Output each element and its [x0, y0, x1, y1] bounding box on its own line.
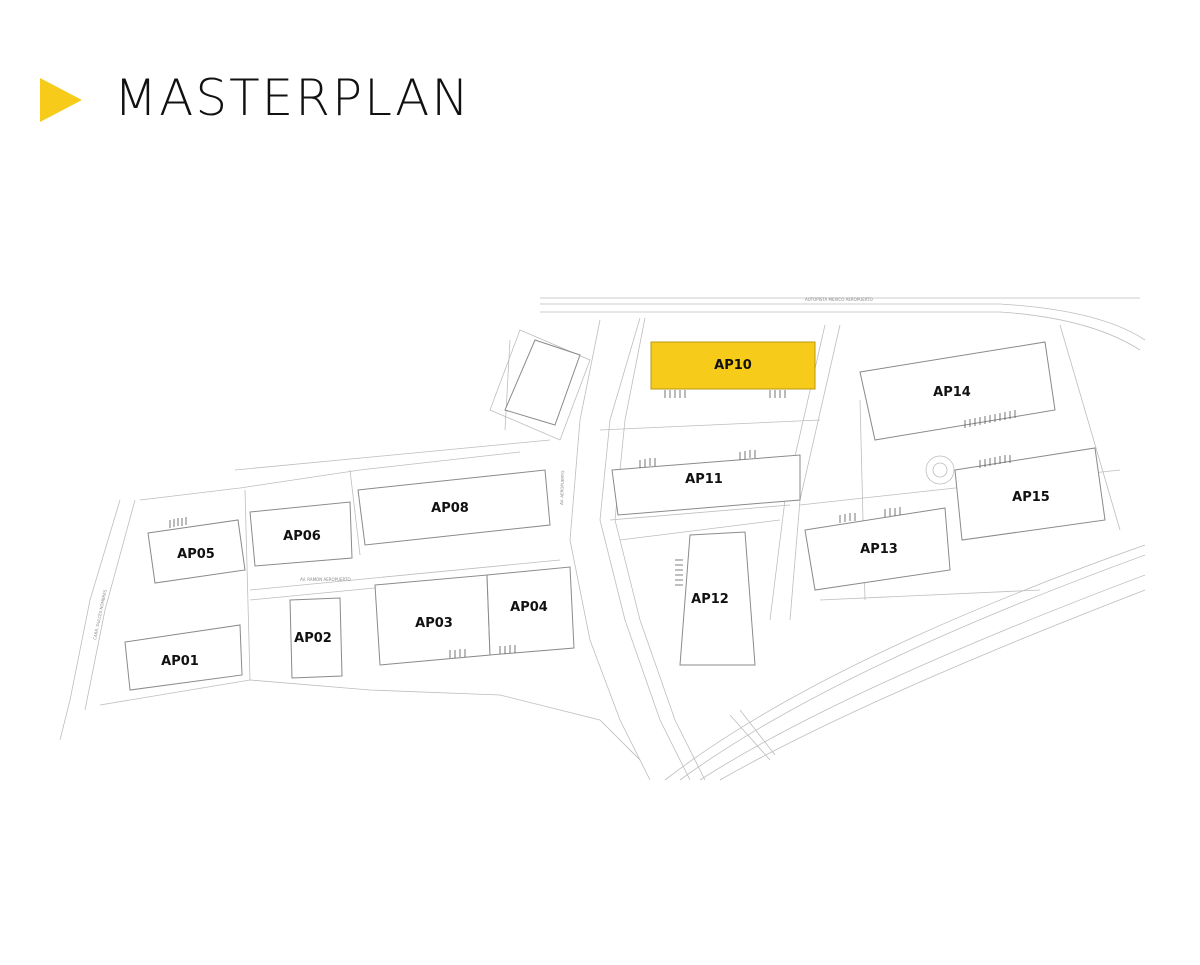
road-label-carr-dulces: CARR. DULCES NOMBRES — [92, 589, 108, 640]
site-linework — [59, 297, 1146, 781]
page-title: MASTERPLAN — [114, 69, 471, 127]
road-label-autopista: AUTOPISTA MEXICO AEROPUERTO — [805, 297, 873, 302]
lot-label-AP02: AP02 — [294, 631, 332, 646]
lot-label-AP04: AP04 — [510, 600, 548, 615]
lot-label-AP11: AP11 — [685, 472, 723, 487]
lot-AP02[interactable] — [289, 597, 343, 679]
lot-labels: AP01 AP02 AP03 AP04 AP05 AP06 AP08 AP10 … — [161, 358, 1050, 669]
lot-label-AP03: AP03 — [415, 616, 453, 631]
lot-label-AP10: AP10 — [714, 358, 752, 373]
lot-AP04[interactable] — [486, 566, 575, 656]
road-label-av-lateral: AV. AEROPUERTO — [559, 470, 565, 505]
lot-AP14[interactable] — [859, 341, 1056, 441]
lot-label-AP13: AP13 — [860, 542, 898, 557]
lot-label-AP12: AP12 — [691, 592, 729, 607]
dock-marks — [169, 390, 1016, 658]
play-triangle-icon — [40, 78, 82, 122]
lot-label-AP01: AP01 — [161, 654, 199, 669]
lot-label-AP15: AP15 — [1012, 490, 1050, 505]
lot-label-AP14: AP14 — [933, 385, 971, 400]
lot-AP08[interactable] — [357, 469, 551, 546]
lot-AP01[interactable] — [124, 624, 243, 691]
lot-AP10[interactable] — [650, 341, 816, 390]
lot-AP15[interactable] — [954, 447, 1106, 541]
lots — [124, 339, 1106, 691]
road-label-av-aeropuerto: AV. RAMON AEROPUERTO — [300, 577, 351, 582]
lot-label-AP05: AP05 — [177, 547, 215, 562]
lot-AP13[interactable] — [804, 507, 951, 591]
lot-AP05[interactable] — [147, 519, 246, 584]
lot-AP06[interactable] — [249, 501, 353, 567]
lot-label-AP08: AP08 — [431, 501, 469, 516]
lot-extra-north — [504, 339, 581, 426]
lot-AP11[interactable] — [611, 454, 801, 516]
lot-label-AP06: AP06 — [283, 529, 321, 544]
lot-AP12[interactable] — [679, 531, 756, 666]
